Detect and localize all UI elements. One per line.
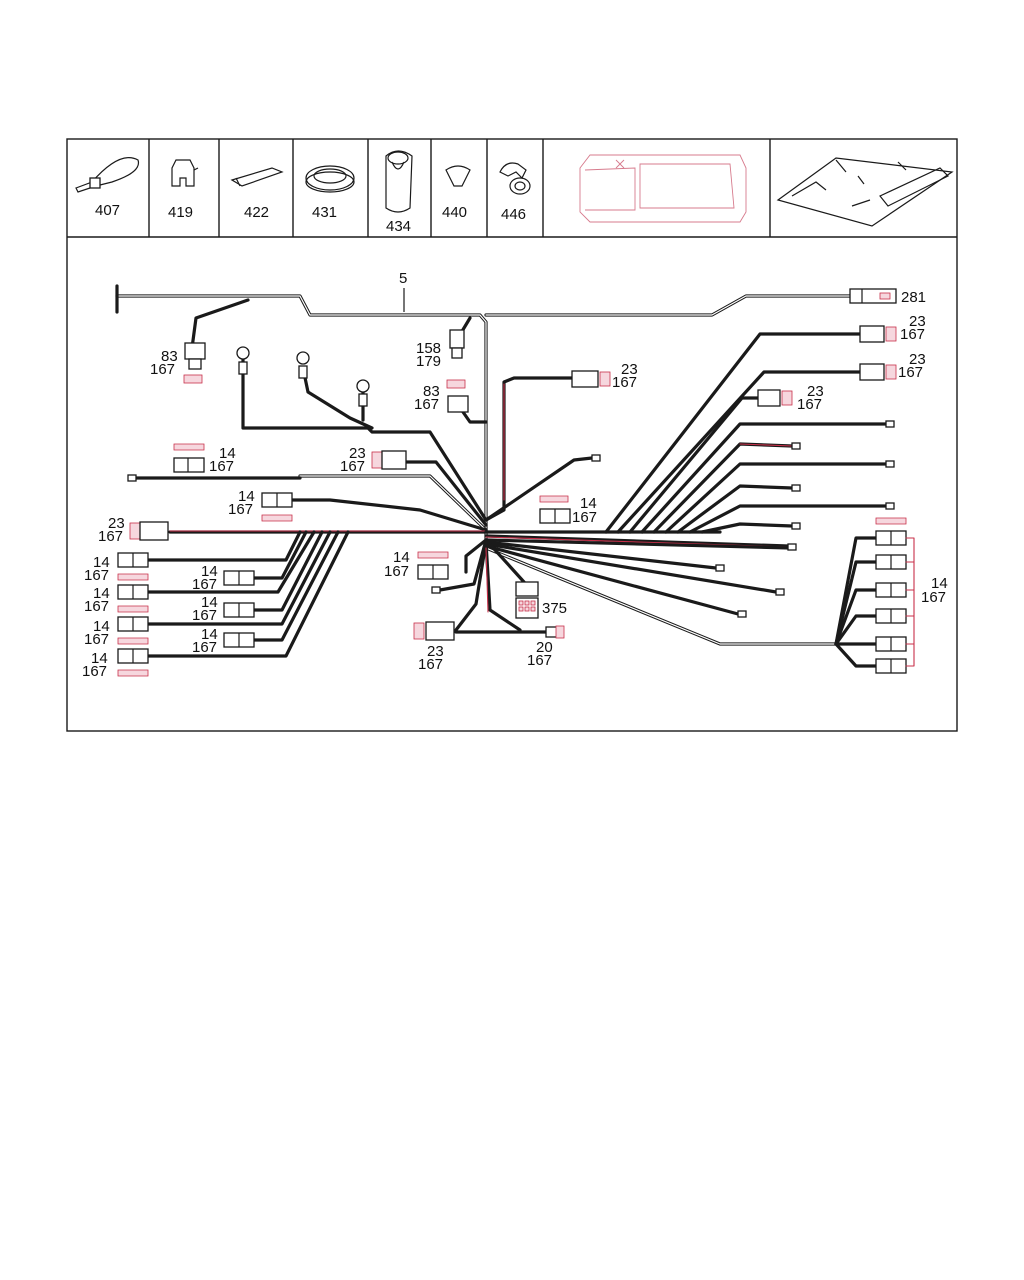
label-167: 167 [209, 458, 234, 475]
label-23: 23 [108, 515, 125, 532]
location-sketch-icon [776, 157, 954, 227]
label-179: 179 [416, 353, 441, 370]
label-167: 167 [98, 528, 123, 545]
label-14: 14 [201, 626, 218, 643]
plug-cap-icon [445, 165, 471, 187]
connector-14-center [539, 495, 571, 524]
label-167: 167 [82, 663, 107, 680]
label-167: 167 [192, 639, 217, 656]
part-number-407: 407 [95, 202, 120, 219]
label-83: 83 [423, 383, 440, 400]
connector-83-center [446, 379, 469, 413]
label-167: 167 [921, 589, 946, 606]
label-167: 167 [84, 567, 109, 584]
label-167: 167 [192, 576, 217, 593]
label-167: 167 [192, 607, 217, 624]
label-167: 167 [340, 458, 365, 475]
part-number-434: 434 [386, 218, 411, 235]
part-number-440: 440 [442, 204, 467, 221]
label-281: 281 [901, 289, 926, 306]
connector-23-upper [571, 370, 611, 388]
label-167: 167 [384, 563, 409, 580]
label-14: 14 [201, 563, 218, 580]
part-number-419: 419 [168, 204, 193, 221]
label-14: 14 [393, 549, 410, 566]
connector-23-right-2 [859, 363, 897, 381]
connector-83-left [183, 342, 206, 384]
label-23: 23 [427, 643, 444, 660]
connector-14-right-stack [875, 517, 915, 674]
connector-23-right-1 [859, 325, 897, 343]
label-167: 167 [150, 361, 175, 378]
sleeve-icon [385, 150, 413, 213]
connector-14-inner-stack [223, 570, 255, 648]
label-14: 14 [931, 575, 948, 592]
connector-158 [449, 329, 465, 359]
label-23: 23 [909, 351, 926, 368]
control-unit-375 [515, 581, 539, 619]
label-20: 20 [536, 639, 553, 656]
label-83: 83 [161, 348, 178, 365]
diagram-frame [66, 138, 958, 732]
label-23: 23 [349, 445, 366, 462]
label-167: 167 [527, 652, 552, 669]
label-158: 158 [416, 340, 441, 357]
main-harness [115, 284, 892, 668]
grommet-ring-icon [305, 165, 355, 193]
connector-14-mid-left [261, 492, 293, 522]
label-167: 167 [572, 509, 597, 526]
label-14: 14 [201, 594, 218, 611]
label-167: 167 [228, 501, 253, 518]
connector-14-upper-left [173, 443, 205, 473]
label-23: 23 [621, 361, 638, 378]
label-14: 14 [93, 618, 110, 635]
part-number-422: 422 [244, 204, 269, 221]
label-167: 167 [797, 396, 822, 413]
connector-23-right-3 [757, 389, 793, 407]
label-375: 375 [542, 600, 567, 617]
label-14: 14 [238, 488, 255, 505]
label-167: 167 [414, 396, 439, 413]
label-harness: 5 [399, 270, 407, 287]
connector-20 [545, 625, 565, 639]
label-167: 167 [612, 374, 637, 391]
connector-14-lower-center [417, 551, 449, 580]
grommet-icon [499, 162, 531, 195]
part-number-431: 431 [312, 204, 337, 221]
label-23: 23 [909, 313, 926, 330]
clip-icon [171, 159, 199, 187]
label-14: 14 [219, 445, 236, 462]
label-14: 14 [91, 650, 108, 667]
connector-23-mid [371, 450, 407, 470]
tape-icon [230, 167, 284, 187]
vehicle-outline-icon [579, 154, 747, 223]
callout-labels: 5 281 83 167 158 179 83 167 23 167 23 16… [82, 270, 948, 680]
part-number-446: 446 [501, 206, 526, 223]
label-14: 14 [93, 585, 110, 602]
label-167: 167 [84, 631, 109, 648]
cable-tie-icon [75, 157, 140, 193]
eyelet-terminal [236, 346, 370, 407]
connector-14-left-stack [117, 552, 149, 677]
connector-23-bottom [413, 621, 455, 641]
sensor-terminals [127, 420, 895, 618]
label-14: 14 [93, 554, 110, 571]
label-167: 167 [900, 326, 925, 343]
label-23: 23 [807, 383, 824, 400]
label-167: 167 [84, 598, 109, 615]
connector-23-left [129, 521, 169, 541]
label-167: 167 [898, 364, 923, 381]
label-167: 167 [418, 656, 443, 673]
connector-281 [849, 288, 897, 304]
label-14: 14 [580, 495, 597, 512]
